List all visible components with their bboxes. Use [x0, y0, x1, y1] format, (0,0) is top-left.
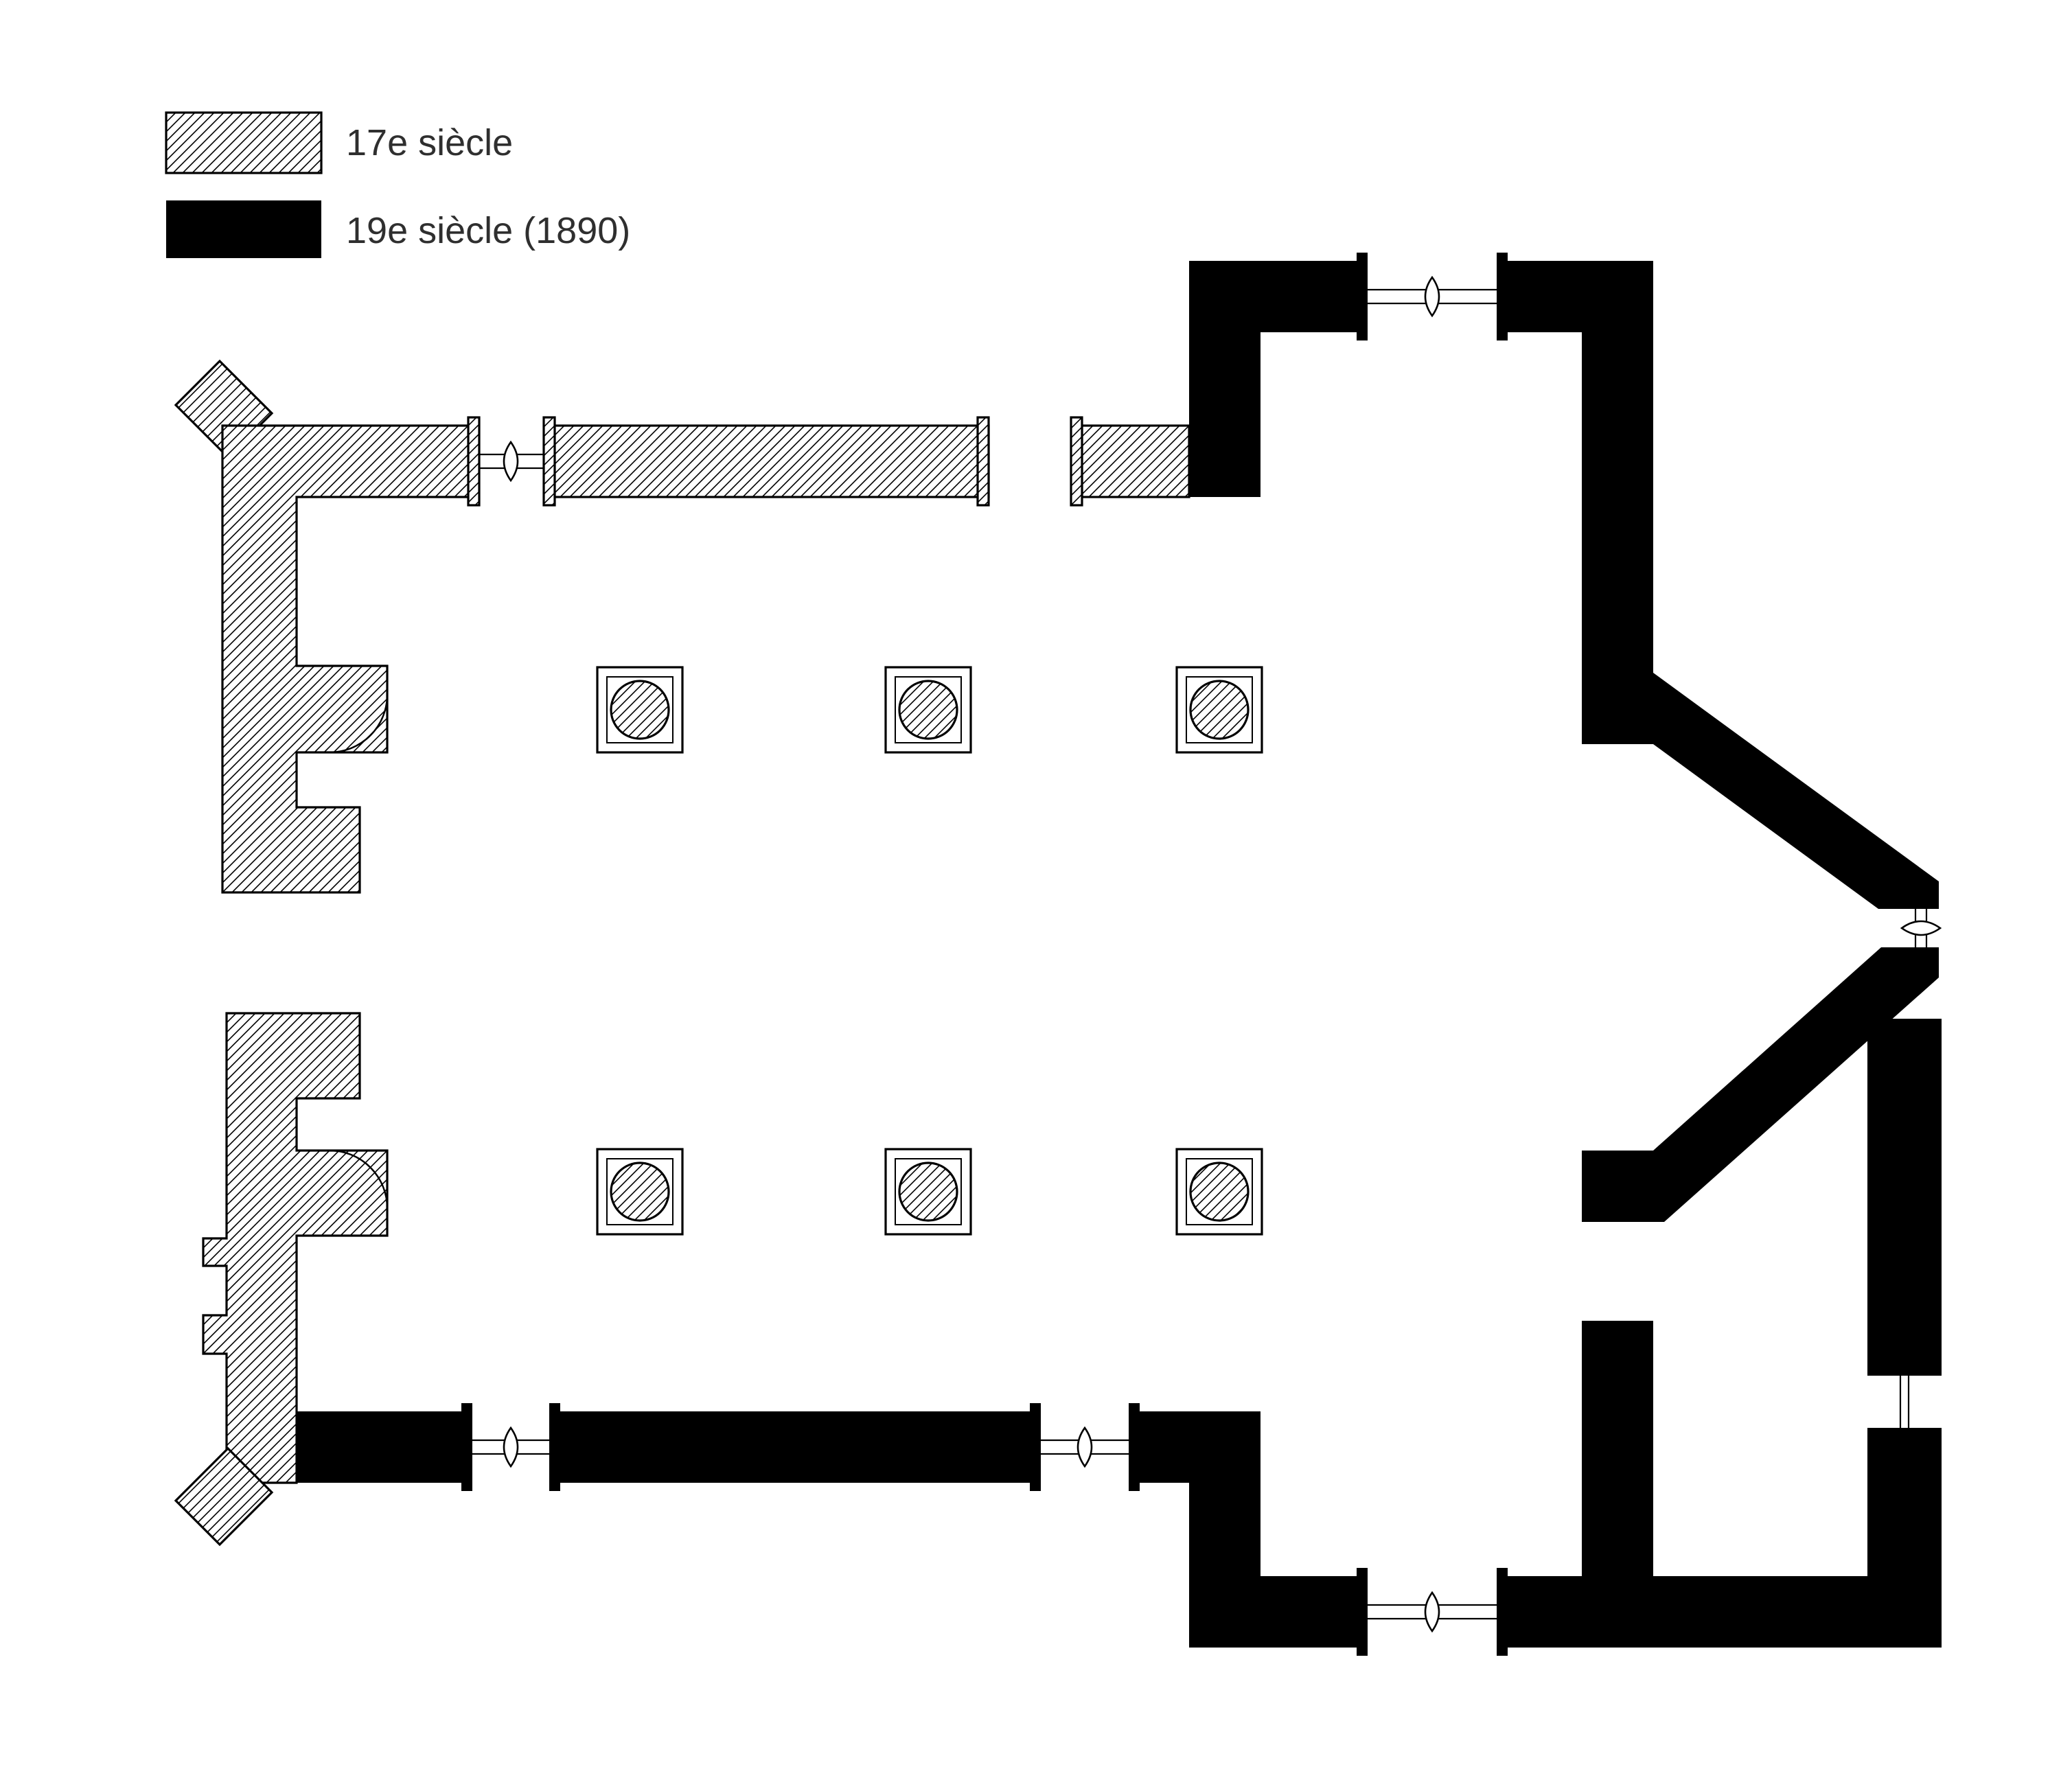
- column-marker: [596, 1148, 684, 1236]
- column-marker: [884, 666, 972, 754]
- column-base-inner: [606, 676, 674, 743]
- wall-end-cap: [1129, 1403, 1140, 1491]
- column-marker: [1175, 666, 1263, 754]
- window-marker: [1368, 1591, 1497, 1633]
- south-pier-quarter-column: [329, 1149, 389, 1209]
- window-marker: [479, 440, 544, 483]
- south-wall-segment-long: [549, 1411, 1041, 1483]
- south-wall-segment-west: [297, 1411, 472, 1483]
- wall-end-cap: [1030, 1403, 1041, 1491]
- window-mullion-lens-icon: [1077, 1426, 1093, 1468]
- choir-west-wall-lower: [1582, 1321, 1653, 1648]
- column-marker: [596, 666, 684, 754]
- legend-label-19e: 19e siècle (1890): [346, 210, 630, 251]
- column-base-inner: [895, 1158, 962, 1225]
- walls-19e-siecle: [297, 253, 1942, 1656]
- wall-end-cap: [461, 1403, 472, 1491]
- north-transept-top-wall-west: [1189, 261, 1368, 332]
- window-markers: [472, 275, 1942, 1633]
- choir-east-wall-upper: [1582, 261, 1653, 744]
- walls-17e-siecle: [174, 359, 1190, 1547]
- column-shaft: [610, 1162, 670, 1222]
- column-marker: [1175, 1148, 1263, 1236]
- wall-end-cap: [542, 416, 556, 507]
- column-shaft: [898, 680, 958, 740]
- column-shaft: [1189, 680, 1250, 740]
- column-base-inner: [1186, 1158, 1253, 1225]
- legend-swatch-19e-solid-icon: [166, 200, 321, 258]
- window-marker: [472, 1426, 549, 1468]
- wall-end-cap: [467, 416, 481, 507]
- window-marker: [1041, 1426, 1129, 1468]
- window-mullion-lens-icon: [1900, 920, 1942, 936]
- north-wall-short-segment: [1081, 424, 1190, 498]
- apse-lower-diagonal-wall: [1582, 947, 1939, 1222]
- column-shaft: [610, 680, 670, 740]
- column-shaft: [1189, 1162, 1250, 1222]
- southwest-buttress-spur: [174, 1446, 274, 1547]
- column-shaft: [898, 1162, 958, 1222]
- legend-swatch-17e-hatched-icon: [165, 111, 323, 174]
- column-base-inner: [895, 676, 962, 743]
- window-marker: [1900, 909, 1942, 950]
- window-mullion-lens-icon: [1424, 1591, 1440, 1633]
- wall-end-cap: [1357, 253, 1368, 340]
- south-bottom-wall-east: [1497, 1576, 1942, 1648]
- wall-end-cap: [1497, 253, 1508, 340]
- column-base-inner: [606, 1158, 674, 1225]
- wall-end-cap: [976, 416, 990, 507]
- window-mullion-lens-icon: [503, 440, 519, 483]
- doorway-marker: [1899, 1376, 1910, 1428]
- wall-end-cap: [549, 1403, 560, 1491]
- apse-upper-diagonal-wall: [1653, 673, 1939, 909]
- sacristy-east-wall-upper: [1867, 1019, 1942, 1376]
- window-mullion-lens-icon: [1424, 275, 1440, 318]
- column-base-inner: [1186, 676, 1253, 743]
- column-marker: [884, 1148, 972, 1236]
- north-pier-quarter-column: [329, 694, 389, 754]
- window-marker: [1368, 275, 1497, 318]
- northwest-corner-wall: [221, 424, 475, 894]
- north-wall-long-segment: [551, 424, 990, 498]
- window-mullion-lens-icon: [503, 1426, 519, 1468]
- wall-end-cap: [1070, 416, 1083, 507]
- columns: [596, 666, 1263, 1236]
- legend-label-17e: 17e siècle: [346, 122, 513, 163]
- legend: 17e siècle 19e siècle (1890): [165, 111, 630, 258]
- south-transept-west-wall: [1189, 1411, 1261, 1648]
- wall-end-cap: [1357, 1568, 1368, 1656]
- wall-end-cap: [1497, 1568, 1508, 1656]
